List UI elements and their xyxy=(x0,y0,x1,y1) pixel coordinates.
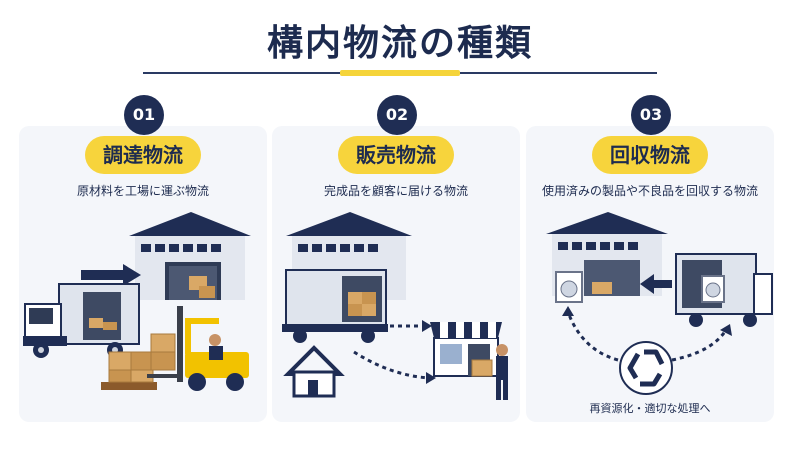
card-3-footer-label: 再資源化・適切な処理へ xyxy=(589,402,711,415)
card-2-description: 完成品を顧客に届ける物流 xyxy=(323,184,468,198)
card-1-description: 原材料を工場に運ぶ物流 xyxy=(76,184,209,198)
title-accent xyxy=(340,70,460,76)
card-3-description: 使用済みの製品や不良品を回収する物流 xyxy=(541,184,758,198)
arrow-icon xyxy=(562,306,732,362)
house-icon xyxy=(283,345,345,398)
store-icon xyxy=(430,322,502,377)
card-1-number-badge: 01 xyxy=(124,95,164,135)
truck-icon xyxy=(675,253,773,327)
card-3-number-badge: 03 xyxy=(631,95,671,135)
arrow-icon xyxy=(640,274,672,294)
card-2-label-pill: 販売物流 xyxy=(338,136,454,174)
box-icon xyxy=(189,276,215,298)
delivery-person-icon xyxy=(471,344,508,400)
arrow-icon xyxy=(353,350,436,384)
washing-machine-icon xyxy=(555,271,583,303)
card-sales: 販売物流 完成品を顧客に届ける物流 xyxy=(272,126,520,422)
card-procurement: 調達物流 原材料を工場に運ぶ物流 xyxy=(19,126,267,422)
card-2-number-badge: 02 xyxy=(377,95,417,135)
card-1-label-pill: 調達物流 xyxy=(85,136,201,174)
card-3-label-pill: 回収物流 xyxy=(592,136,708,174)
page-title: 構内物流の種類 xyxy=(266,23,533,64)
recycle-icon xyxy=(619,341,673,395)
box-icon xyxy=(101,351,157,390)
truck-icon xyxy=(282,269,388,343)
arrow-icon xyxy=(390,320,432,332)
forklift-icon xyxy=(147,306,249,391)
factory-icon xyxy=(129,212,251,300)
arrow-icon xyxy=(81,264,141,286)
card-reverse: 回収物流 使用済みの製品や不良品を回収する物流 xyxy=(526,126,774,422)
truck-icon xyxy=(23,283,140,358)
